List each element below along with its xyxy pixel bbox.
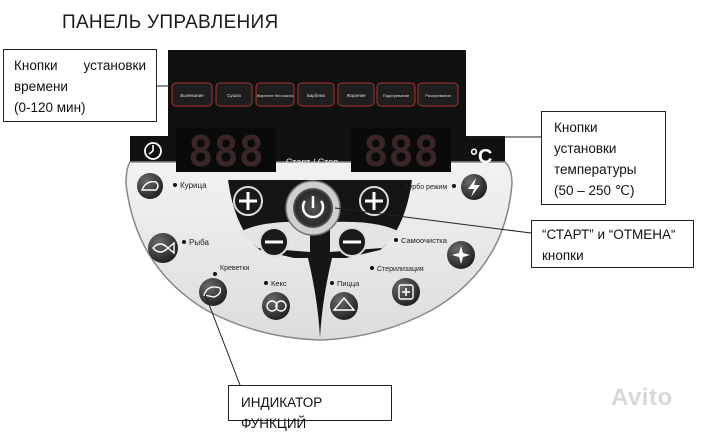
indicator-dot xyxy=(330,281,334,285)
mode-tab-label: Разогревание xyxy=(425,93,451,98)
time-digits: 888 xyxy=(188,127,264,176)
time-plus-button[interactable] xyxy=(233,186,263,216)
power-icon xyxy=(301,200,325,219)
temp-minus-button[interactable] xyxy=(337,227,367,257)
mode-tab-bbq[interactable] xyxy=(297,82,335,107)
sterilization-label: Стерилизация xyxy=(377,266,424,273)
mode-tab-label: Жарение без масла xyxy=(256,93,294,98)
callout-text: установки xyxy=(83,58,146,73)
mode-tab-frying[interactable] xyxy=(337,82,375,107)
avito-watermark: Avito xyxy=(611,384,673,411)
start-stop-label: Старт / Стоп xyxy=(286,157,338,167)
page-title: ПАНЕЛЬ УПРАВЛЕНИЯ xyxy=(62,12,279,33)
cake-button[interactable] xyxy=(262,292,290,320)
chicken-button[interactable] xyxy=(137,173,163,199)
cake-label: Кекс xyxy=(271,279,287,288)
mode-tab-label: Сушка xyxy=(227,93,241,98)
shrimp-icon xyxy=(203,286,222,298)
leader-lines xyxy=(157,85,541,386)
shrimp-label: Креветки xyxy=(220,265,249,272)
time-minus-button[interactable] xyxy=(259,227,289,257)
sterilization-icon xyxy=(398,284,414,300)
indicator-dot xyxy=(452,184,456,188)
self-clean-button[interactable] xyxy=(447,241,475,269)
time-buttons-callout: Кнопки установки времени (0-120 мин) xyxy=(3,49,157,122)
panel-center-dark xyxy=(228,180,412,338)
callout-text: температуры xyxy=(554,161,637,177)
mode-tab-label: Жарение xyxy=(346,93,366,98)
callout-text: кнопки xyxy=(542,247,584,263)
indicator-dot xyxy=(370,266,374,270)
mode-tab-label: Подогревание xyxy=(383,93,410,98)
mode-tab-drying[interactable] xyxy=(215,82,253,107)
cake-icon xyxy=(266,300,278,312)
lightning-icon xyxy=(468,178,480,197)
mode-tabs: Выпекание Сушка Жарение без масла Барбек… xyxy=(171,82,459,107)
self-clean-label: Самоочистка xyxy=(401,236,448,245)
temp-display xyxy=(351,128,451,172)
mode-tab-baking[interactable] xyxy=(171,82,213,107)
indicator-dot xyxy=(173,183,177,187)
clock-icon xyxy=(144,142,162,160)
mode-tab-oil-free[interactable] xyxy=(255,82,295,107)
mode-tab-label: Барбекю xyxy=(307,93,326,98)
mode-tab-label: Выпекание xyxy=(180,93,204,98)
fish-button[interactable] xyxy=(148,233,178,263)
time-display xyxy=(176,128,276,172)
shrimp-button[interactable] xyxy=(199,278,227,306)
callout-text: (0-120 мин) xyxy=(14,99,86,115)
turbo-button[interactable] xyxy=(461,174,487,200)
start-leader-line xyxy=(334,207,532,234)
indicator-dot xyxy=(394,238,398,242)
callout-text: установки xyxy=(554,140,617,156)
callout-text: “СТАРТ” и “ОТМЕНА“ xyxy=(542,227,676,242)
power-button[interactable] xyxy=(285,180,341,236)
indicator-dot xyxy=(264,281,268,285)
temp-plus-button[interactable] xyxy=(359,186,389,216)
sterilization-button[interactable] xyxy=(392,278,420,306)
start-cancel-callout: “СТАРТ” и “ОТМЕНА“ кнопки xyxy=(531,220,694,268)
fish-label: Рыба xyxy=(189,238,209,247)
callout-text: (50 – 250 ℃) xyxy=(554,182,635,198)
turbo-label: Турбо режим xyxy=(405,183,447,191)
callout-text: Кнопки xyxy=(554,120,598,135)
sparkle-icon xyxy=(452,246,470,264)
indicator-dot xyxy=(213,272,217,276)
function-leader-line xyxy=(204,293,241,386)
fish-icon xyxy=(152,241,175,255)
chicken-icon xyxy=(140,180,159,191)
mode-tab-warming[interactable] xyxy=(376,82,416,107)
pizza-button[interactable] xyxy=(330,292,358,320)
celsius-icon: °C xyxy=(470,146,492,168)
temp-digits: 888 xyxy=(363,127,439,176)
chicken-label: Курица xyxy=(180,181,207,190)
temp-buttons-callout: Кнопки установки температуры (50 – 250 ℃… xyxy=(541,111,666,205)
control-panel-diagram: Выпекание Сушка Жарение без масла Барбек… xyxy=(125,50,541,386)
pizza-label: Пицца xyxy=(337,279,360,288)
pizza-icon xyxy=(332,296,356,311)
indicator-dot xyxy=(182,240,186,244)
callout-text: Кнопки xyxy=(14,58,58,73)
callout-text: времени xyxy=(14,78,68,94)
mode-tab-reheating[interactable] xyxy=(417,82,459,107)
